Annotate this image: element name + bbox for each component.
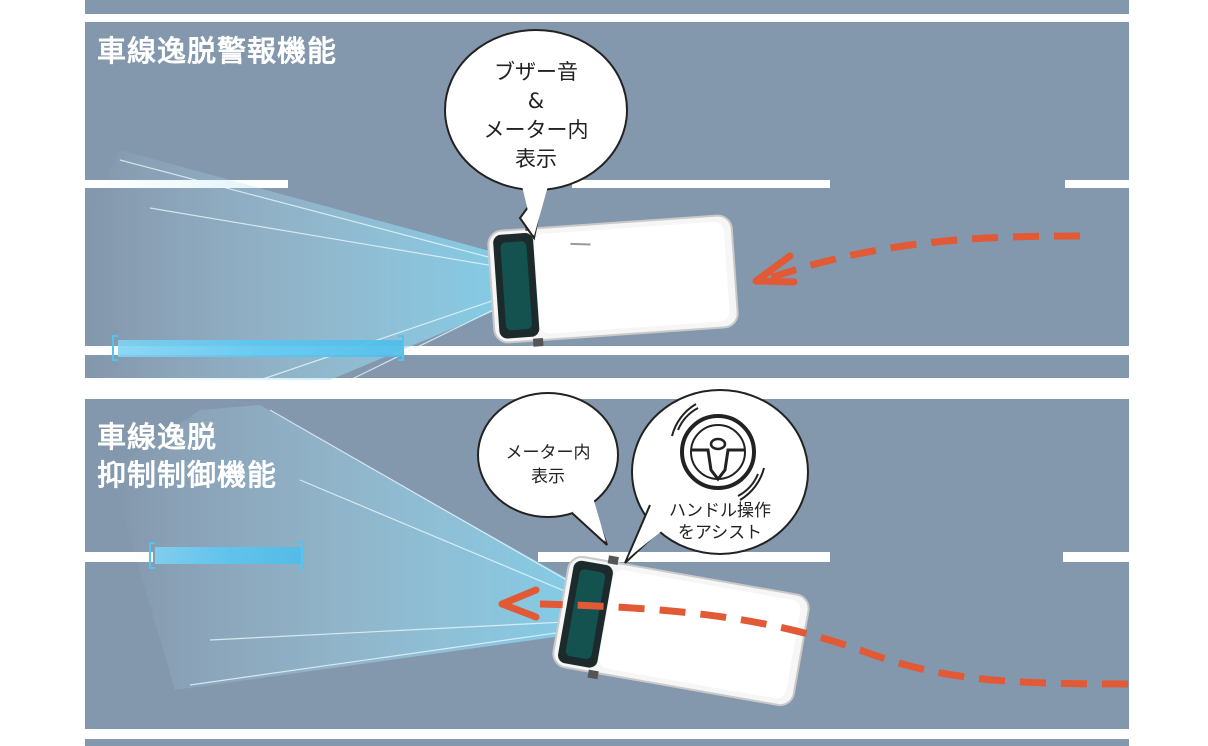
lane-dash <box>1065 180 1129 188</box>
lane-detection-highlight <box>112 335 404 361</box>
lane-dash <box>1063 552 1129 562</box>
sensor-rays <box>189 409 606 686</box>
sensor-beam <box>90 150 530 380</box>
bubble-line: ブザー音 <box>494 60 578 84</box>
panel-title-top: 車線逸脱警報機能 <box>97 34 338 68</box>
bubble-line: ハンドル操作 <box>669 501 771 521</box>
road-edge-line <box>85 346 1129 355</box>
bubble-line: & <box>527 89 545 113</box>
path-arrowhead <box>752 252 798 286</box>
speech-bubble-top <box>444 29 628 241</box>
steering-wheel-icon <box>671 403 765 501</box>
lane-dash <box>572 180 830 188</box>
bubble-line: 表示 <box>531 467 565 487</box>
panel-title-bottom: 車線逸脱 抑制制御機能 <box>97 420 278 492</box>
road-edge-line <box>85 729 1129 739</box>
path-arrowhead <box>498 586 540 621</box>
vehicle-top <box>487 214 739 347</box>
bubble-line: メーター内 <box>505 443 591 463</box>
bubble-line: 表示 <box>515 147 557 171</box>
speech-bubble-assist <box>624 389 809 564</box>
bubble-line: をアシスト <box>677 523 763 543</box>
vehicle-bottom <box>552 555 810 707</box>
lane-dash <box>85 552 153 562</box>
vehicle-path-arrow <box>768 232 1081 282</box>
lane-dash <box>538 552 830 562</box>
bubble-top-text: ブザー音 & メーター内 表示 <box>456 58 616 174</box>
bubble-assist-text: ハンドル操作 をアシスト <box>650 500 790 544</box>
vehicle-path-arrow <box>539 600 1129 688</box>
lane-detection-highlight <box>149 542 304 569</box>
road-edge-line <box>85 14 1129 22</box>
bubble-line: メーター内 <box>483 118 589 142</box>
speech-bubble-meter <box>477 392 619 546</box>
sensor-beam <box>110 405 605 690</box>
bubble-meter-text: メーター内 表示 <box>488 441 608 489</box>
